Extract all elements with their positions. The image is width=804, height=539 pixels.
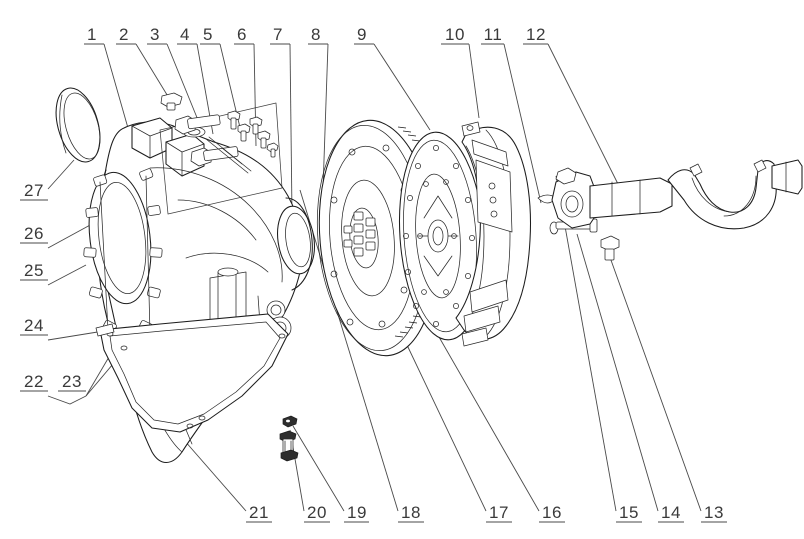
- callout-label-text: 15: [619, 503, 639, 522]
- callout-6: 6: [234, 25, 254, 45]
- callout-label-text: 5: [203, 25, 213, 44]
- callout-15: 15: [616, 503, 642, 523]
- callout-12: 12: [523, 25, 548, 45]
- clutch-pressure-plate-cover: [455, 121, 531, 347]
- callout-label-text: 22: [24, 372, 44, 391]
- flywheel-hub-bolts: [343, 211, 376, 257]
- callout-19: 19: [344, 503, 369, 523]
- callout-label-text: 20: [307, 503, 327, 522]
- callout-18: 18: [398, 503, 424, 523]
- callout-4: 4: [177, 25, 197, 45]
- callout-13: 13: [701, 503, 727, 523]
- callout-label-text: 9: [357, 25, 367, 44]
- callout-1: 1: [84, 25, 104, 45]
- callout-label-text: 7: [273, 25, 283, 44]
- callout-label-text: 23: [62, 372, 82, 391]
- callout-label-text: 2: [119, 25, 129, 44]
- callout-22: 22: [20, 372, 48, 392]
- callout-label-text: 11: [484, 25, 503, 44]
- callout-label-text: 14: [661, 503, 681, 522]
- clutch-disc-spokes: [417, 195, 459, 277]
- callout-8: 8: [308, 25, 328, 45]
- callout-label-text: 3: [150, 25, 160, 44]
- hex-bolt-13: [600, 235, 620, 261]
- leader-line-group: [47, 43, 702, 512]
- callout-17: 17: [486, 503, 512, 523]
- small-bolt-cluster: [227, 110, 279, 158]
- callout-label-text: 1: [87, 25, 97, 44]
- callout-label-text: 6: [237, 25, 247, 44]
- hex-bolt-long-a: [174, 114, 221, 135]
- callout-label-text: 18: [401, 503, 421, 522]
- hex-bolt-long-b: [190, 146, 239, 167]
- callout-label-text: 21: [249, 503, 269, 522]
- callout-11: 11: [481, 25, 504, 45]
- callout-label-text: 4: [180, 25, 190, 44]
- clutch-driven-disc: [398, 131, 486, 341]
- callout-25: 25: [20, 261, 48, 281]
- callout-3: 3: [147, 25, 167, 45]
- callout-label-text: 25: [24, 261, 44, 280]
- callout-label-text: 12: [526, 25, 546, 44]
- callout-26: 26: [20, 224, 48, 244]
- callout-14: 14: [658, 503, 684, 523]
- callout-16: 16: [539, 503, 565, 523]
- callout-10: 10: [441, 25, 469, 45]
- callout-label-text: 17: [489, 503, 509, 522]
- callout-2: 2: [116, 25, 136, 45]
- callout-label-text: 10: [445, 25, 465, 44]
- callout-label-text: 27: [24, 181, 44, 200]
- callout-9: 9: [354, 25, 374, 45]
- clutch-release-fork-shaft: [551, 159, 803, 230]
- upper-hardware-group: [159, 92, 283, 215]
- oil-seal-ring: [55, 87, 101, 163]
- callout-label-text: 19: [347, 503, 367, 522]
- cap-plug: [160, 92, 183, 111]
- callout-label-text: 13: [704, 503, 724, 522]
- callout-5: 5: [200, 25, 220, 45]
- lower-dust-cover-plate: [95, 313, 289, 433]
- callout-7: 7: [270, 25, 290, 45]
- callout-24: 24: [20, 316, 48, 336]
- lower-hardware-group: [279, 415, 299, 462]
- callout-label-text: 24: [24, 316, 44, 335]
- callout-23: 23: [58, 372, 86, 392]
- callout-label-text: 16: [542, 503, 562, 522]
- callout-27: 27: [20, 181, 48, 201]
- callout-20: 20: [304, 503, 330, 523]
- callout-21: 21: [246, 503, 272, 523]
- callout-label-group: 1 2 3 4 5 6 7 8: [20, 25, 727, 523]
- callout-label-text: 8: [311, 25, 321, 44]
- callout-label-text: 26: [24, 224, 44, 243]
